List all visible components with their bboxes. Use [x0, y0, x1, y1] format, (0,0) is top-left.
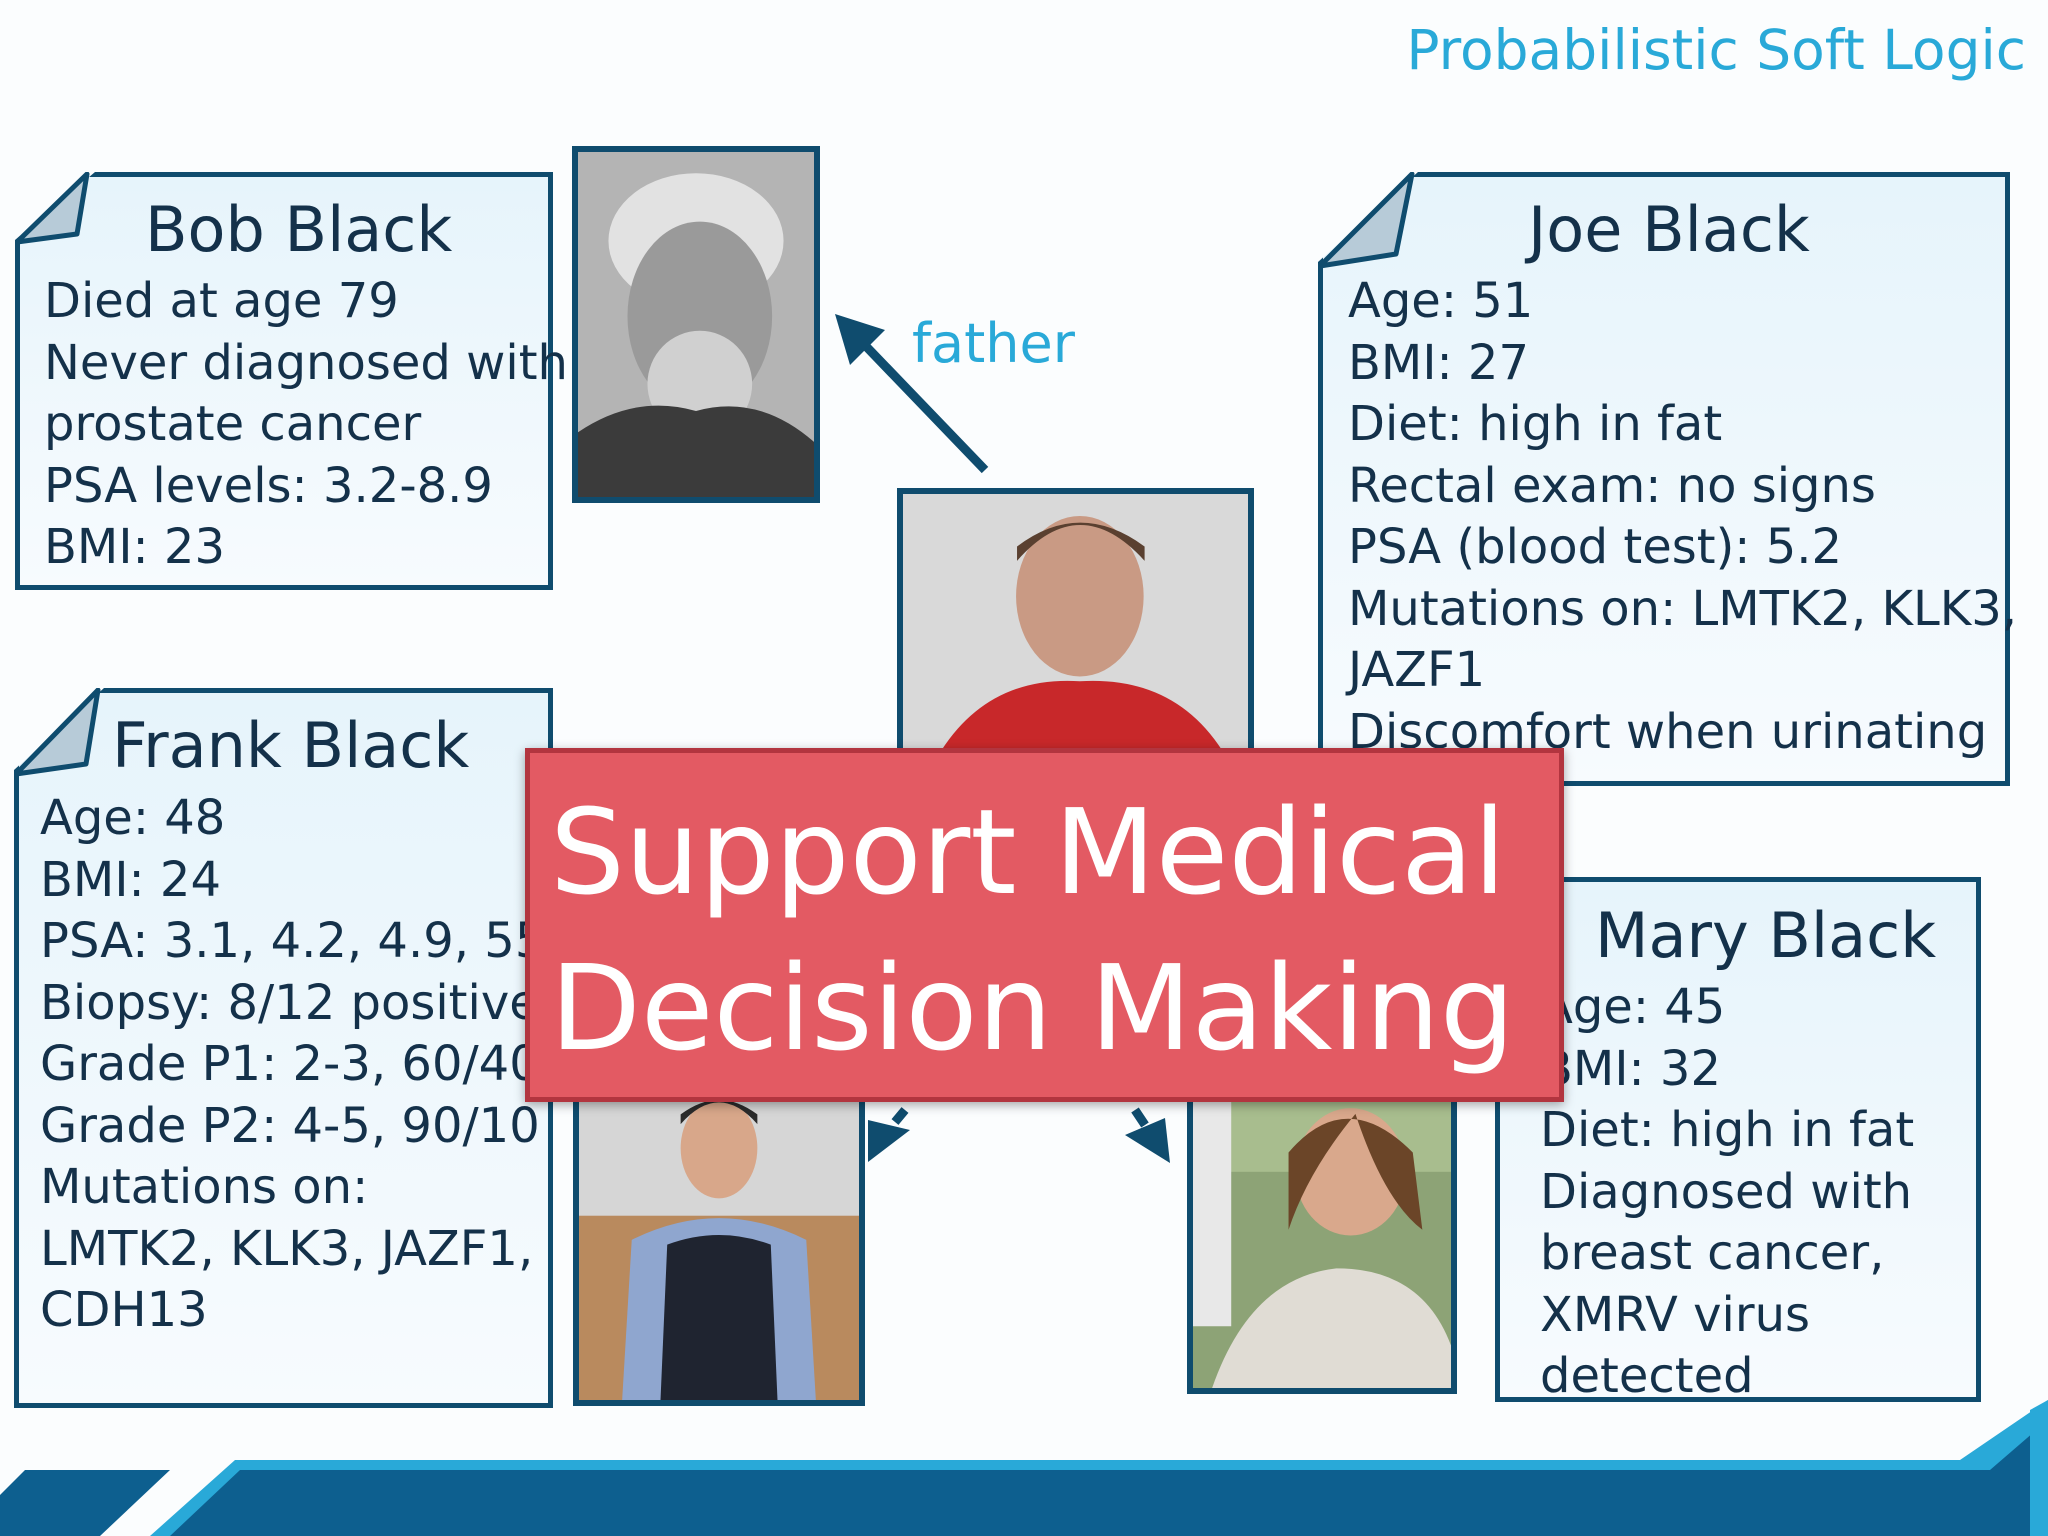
detail-line: Diet: high in fat	[1348, 396, 1723, 452]
detail-line: BMI: 23	[44, 519, 226, 575]
detail-line: Grade P1: 2-3, 60/40	[40, 1036, 540, 1092]
detail-line: LMTK2, KLK3, JAZF1,	[40, 1220, 534, 1277]
portrait-image	[903, 494, 1248, 750]
detail-line: Age: 48	[40, 790, 226, 846]
detail-line: Diagnosed with	[1540, 1163, 1913, 1220]
mary-black-name: Mary Black	[1595, 899, 1937, 972]
detail-line: Age: 45	[1540, 979, 1726, 1035]
bob-black-details: Died at age 79 Never diagnosed with pros…	[44, 271, 568, 579]
joe-black-card: Joe Black Age: 51 BMI: 27 Diet: high in …	[1318, 172, 2017, 786]
detail-line: breast cancer,	[1540, 1225, 1885, 1281]
detail-line: BMI: 32	[1540, 1040, 1722, 1097]
detail-line: prostate cancer	[44, 396, 422, 452]
detail-line: XMRV virus	[1540, 1286, 1811, 1343]
detail-line: PSA (blood test): 5.2	[1348, 519, 1843, 575]
detail-line: Biopsy: 8/12 positive	[40, 974, 539, 1031]
bob-black-card: Bob Black Died at age 79 Never diagnosed…	[15, 172, 568, 590]
detail-line: CDH13	[40, 1282, 208, 1338]
portrait-image	[579, 1071, 859, 1400]
detail-line: Age: 51	[1348, 273, 1534, 329]
detail-line: Mutations on: LMTK2, KLK3,	[1348, 580, 2017, 637]
page-fold-icon	[15, 172, 95, 245]
bob-black-photo	[572, 146, 820, 503]
frank-black-name: Frank Black	[112, 709, 470, 782]
portrait-image	[578, 152, 814, 497]
detail-line: detected	[1540, 1348, 1754, 1404]
frank-black-photo	[573, 1065, 865, 1406]
frank-black-details: Age: 48 BMI: 24 PSA: 3.1, 4.2, 4.9, 55 B…	[40, 788, 545, 1342]
footer-decoration	[0, 1400, 2048, 1536]
detail-line: PSA levels: 3.2-8.9	[44, 457, 493, 514]
joe-black-details: Age: 51 BMI: 27 Diet: high in fat Rectal…	[1348, 271, 2017, 763]
joe-black-name: Joe Black	[1528, 193, 1810, 266]
mary-black-card: Mary Black Age: 45 BMI: 32 Diet: high in…	[1495, 877, 1981, 1404]
decision-making-banner: Support Medical Decision Making	[525, 748, 1564, 1102]
slide-header-title: Probabilistic Soft Logic	[1406, 18, 2026, 82]
page-fold-icon	[1318, 172, 1418, 269]
page-fold-icon	[14, 688, 104, 777]
detail-line: Never diagnosed with	[44, 334, 568, 391]
banner-line-1: Support Medical	[550, 783, 1507, 921]
detail-line: Died at age 79	[44, 273, 399, 329]
frank-black-card: Frank Black Age: 48 BMI: 24 PSA: 3.1, 4.…	[14, 688, 553, 1408]
joe-black-photo	[897, 488, 1254, 756]
bob-black-name: Bob Black	[145, 193, 453, 266]
portrait-image	[1193, 1056, 1451, 1388]
detail-line: Rectal exam: no signs	[1348, 457, 1876, 514]
father-relation-label: father	[912, 312, 1075, 375]
detail-line: BMI: 27	[1348, 334, 1530, 391]
detail-line: Diet: high in fat	[1540, 1102, 1915, 1158]
detail-line: PSA: 3.1, 4.2, 4.9, 55	[40, 913, 546, 969]
detail-line: BMI: 24	[40, 851, 222, 908]
detail-line: JAZF1	[1348, 642, 1486, 698]
mary-black-details: Age: 45 BMI: 32 Diet: high in fat Diagno…	[1540, 977, 1914, 1408]
detail-line: Grade P2: 4-5, 90/10	[40, 1097, 540, 1154]
banner-line-2: Decision Making	[550, 939, 1515, 1077]
detail-line: Mutations on:	[40, 1159, 369, 1215]
